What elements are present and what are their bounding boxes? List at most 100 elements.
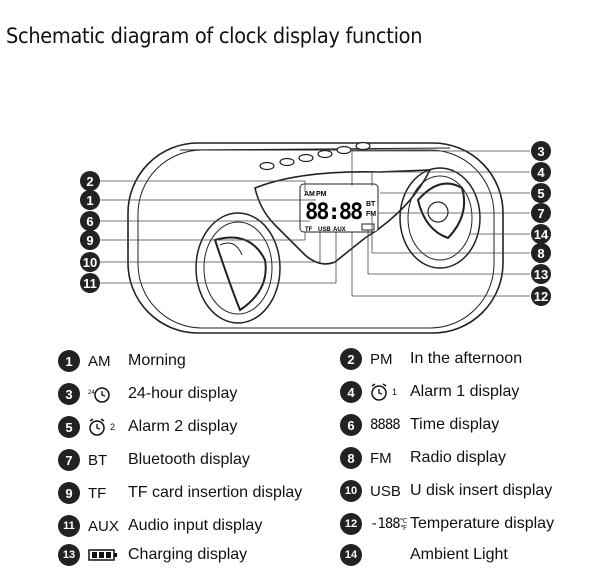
callout-4: 4 [531,162,551,182]
svg-text:11: 11 [83,276,97,291]
callouts-left: 2 1 6 9 10 11 [80,171,100,293]
legend-badge: 2 [340,348,362,370]
legend-badge: 5 [58,416,80,438]
alarm-1-icon: 1 [370,382,410,402]
lcd-content: AM PM 88:88 BT FM TF USB AUX [304,191,376,233]
svg-text:4: 4 [537,165,545,180]
legend: 1 AM Morning 3 24 24-hour display 5 2 Al… [0,340,600,568]
left-speaker [195,212,281,324]
svg-text:1: 1 [86,193,93,208]
svg-text:10: 10 [83,255,97,270]
callout-2: 2 [80,171,100,191]
svg-text:12: 12 [534,289,548,304]
legend-item-13: 13 Charging display [58,542,247,568]
leader-lines-left [100,180,337,284]
legend-symbol: BT [88,451,108,469]
legend-desc: Charging display [128,546,248,563]
temp-unit: ℃℉ [399,517,408,531]
lcd-aux: AUX [333,227,346,233]
speaker-diagram: AM PM 88:88 BT FM TF USB AUX [80,141,551,334]
svg-text:3: 3 [537,144,544,159]
legend-item-5: 5 2 Alarm 2 display [58,414,237,440]
legend-item-7: 7 BT Bluetooth display [58,447,250,473]
alarm-2-icon: 2 [88,417,128,437]
callout-13: 13 [531,264,551,284]
svg-text:7: 7 [537,206,544,221]
legend-symbol: PM [370,350,393,368]
lcd-am: AM [304,191,315,198]
legend-symbol: FM [370,449,392,467]
legend-symbol: -188 ℃℉ [370,516,410,532]
legend-badge: 4 [340,381,362,403]
legend-item-4: 4 1 Alarm 1 display [340,379,519,405]
legend-desc: Time display [410,416,500,433]
legend-badge: 14 [340,544,362,566]
legend-item-6: 6 8888 Time display [340,412,499,438]
legend-symbol: USB [370,482,401,500]
legend-item-10: 10 USB U disk insert display [340,478,552,504]
speaker-body [127,142,504,334]
legend-item-12: 12 -188 ℃℉ Temperature display [340,511,554,537]
legend-desc: Radio display [410,449,507,466]
legend-item-1: 1 AM Morning [58,348,186,374]
svg-text:14: 14 [534,227,549,242]
legend-badge: 11 [58,515,80,537]
legend-badge: 13 [58,544,80,566]
legend-desc: Bluetooth display [128,451,250,468]
legend-desc: Alarm 1 display [410,383,520,400]
legend-desc: TF card insertion display [128,484,303,501]
svg-text:6: 6 [86,214,93,229]
svg-text:13: 13 [534,267,548,282]
lcd-tf: TF [305,227,313,233]
legend-badge: 3 [58,383,80,405]
legend-badge: 9 [58,482,80,504]
legend-badge: 8 [340,447,362,469]
legend-desc: Alarm 2 display [128,418,238,435]
page-title: Schematic diagram of clock display funct… [6,24,423,48]
leader-lines-right [351,150,530,297]
callout-6: 6 [80,211,100,231]
legend-item-2: 2 PM In the afternoon [340,346,522,372]
legend-desc: 24-hour display [128,385,238,402]
callout-12: 12 [531,286,551,306]
lcd-pm: PM [316,191,327,198]
callout-3: 3 [531,141,551,161]
svg-text:8: 8 [537,246,544,261]
legend-item-9: 9 TF TF card insertion display [58,480,302,506]
callout-11: 11 [80,273,100,293]
lcd-bt: BT [366,201,376,208]
legend-desc: U disk insert display [410,482,553,499]
callout-14: 14 [531,224,551,244]
legend-symbol: TF [88,484,107,502]
legend-item-3: 3 24 24-hour display [58,381,237,407]
svg-text:5: 5 [537,186,544,201]
temp-digits: -188 [370,516,401,532]
legend-badge: 12 [340,513,362,535]
legend-badge: 6 [340,414,362,436]
legend-desc: In the afternoon [410,350,523,367]
legend-desc: Ambient Light [410,546,508,563]
legend-desc: Temperature display [410,515,555,532]
callout-5: 5 [531,183,551,203]
legend-symbol: 8888 [370,417,401,433]
callout-8: 8 [531,243,551,263]
top-buttons [259,141,371,171]
callout-9: 9 [80,230,100,250]
alarm-clock-24-icon: 24 [88,384,128,404]
legend-desc: Audio input display [128,517,263,534]
legend-item-11: 11 AUX Audio input display [58,513,262,539]
lcd-fm: FM [366,211,376,218]
legend-badge: 10 [340,480,362,502]
callouts-right: 3 4 5 7 14 8 13 12 [531,141,551,306]
callout-10: 10 [80,252,100,272]
callout-7: 7 [531,203,551,223]
legend-symbol: AUX [88,517,119,535]
lcd-digits: 88:88 [305,200,362,225]
legend-item-14: 14 Ambient Light [340,542,508,568]
legend-badge: 1 [58,350,80,372]
svg-text:2: 2 [86,174,93,189]
legend-badge: 7 [58,449,80,471]
callout-1: 1 [80,190,100,210]
legend-symbol: AM [88,352,111,370]
legend-desc: Morning [128,352,186,369]
